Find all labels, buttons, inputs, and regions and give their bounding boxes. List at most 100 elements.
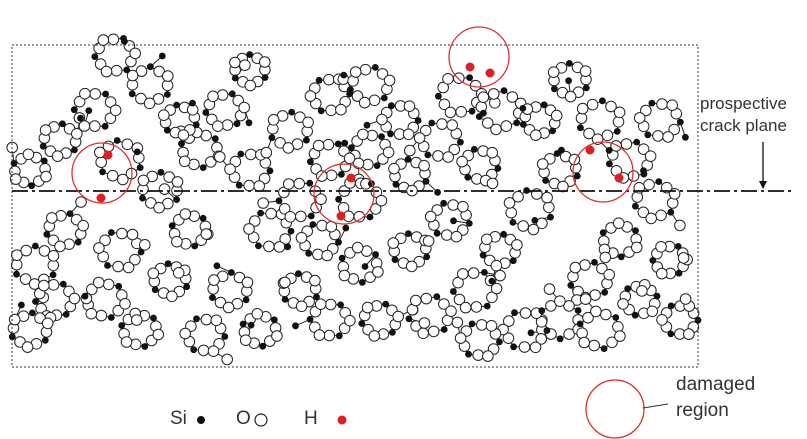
silicon-atom — [633, 138, 641, 146]
silicon-atom — [341, 139, 349, 147]
oxygen-atom — [221, 119, 234, 131]
oxygen-atom — [576, 102, 589, 115]
oxygen-atom — [494, 269, 506, 282]
silicon-atom — [209, 294, 216, 301]
silicon-atom — [404, 156, 412, 163]
silicon-atom — [591, 259, 598, 266]
oxygen-atom — [284, 211, 297, 223]
oxygen-atom — [517, 220, 530, 232]
oxygen-atom — [312, 139, 325, 152]
silicon-atom — [675, 269, 683, 277]
oxygen-atom — [46, 212, 58, 224]
oxygen-atom — [95, 309, 108, 322]
silicon-atom — [193, 315, 200, 323]
silicon-atom — [199, 214, 207, 222]
silicon-atom — [468, 107, 476, 115]
oxygen-atom — [637, 143, 650, 155]
oxygen-atom — [656, 98, 668, 110]
oxygen-atom — [579, 293, 592, 305]
hydrogen-layer — [96, 62, 624, 221]
oxygen-atom — [129, 47, 141, 60]
oxygen-atom — [309, 274, 321, 287]
silicon-atom — [648, 99, 656, 107]
silicon-atom — [335, 195, 342, 203]
oxygen-atom — [387, 237, 400, 249]
silicon-atom — [307, 158, 314, 166]
oxygen-atom — [210, 314, 223, 327]
oxygen-atom — [454, 332, 467, 344]
silicon-atom — [500, 87, 508, 94]
silicon-atom — [547, 213, 554, 221]
silicon-atom — [404, 230, 412, 238]
oxygen-atom — [315, 193, 327, 205]
silicon-atom — [257, 209, 264, 217]
oxygen-atom — [200, 228, 213, 240]
silicon-atom — [566, 60, 573, 67]
oxygen-atom — [442, 73, 454, 85]
silicon-atom — [74, 238, 82, 246]
silicon-atom — [99, 168, 106, 176]
silicon-atom — [667, 208, 675, 216]
oxygen-atom — [263, 240, 275, 253]
oxygen-atom — [529, 341, 542, 354]
legend-damaged-line1: damaged — [676, 374, 756, 395]
oxygen-atom — [179, 208, 192, 220]
oxygen-atom — [107, 33, 120, 46]
silicon-atom — [107, 314, 115, 321]
oxygen-atom — [503, 315, 515, 327]
oxygen-atom — [351, 90, 364, 102]
oxygen-atom — [392, 310, 405, 323]
oxygen-atom — [447, 199, 460, 211]
silicon-atom — [91, 53, 99, 60]
silicon-atom — [606, 160, 613, 168]
oxygen-atom — [216, 89, 229, 101]
oxygen-atom — [545, 300, 557, 312]
oxygen-atom — [480, 233, 493, 246]
oxygen-atom — [554, 295, 566, 308]
hydrogen-atom — [585, 145, 595, 155]
silicon-atom — [338, 171, 345, 178]
oxygen-atom — [260, 146, 273, 159]
silicon-atom — [261, 74, 269, 81]
oxygen-atom — [375, 194, 388, 207]
silicon-atom — [81, 292, 89, 300]
oxygen-atom — [94, 58, 107, 70]
silicon-atom — [494, 165, 502, 172]
oxygen-atom — [104, 96, 117, 108]
oxygen-atom — [413, 132, 426, 144]
oxygen-atom — [674, 219, 686, 232]
oxygen-atom — [106, 169, 119, 182]
oxygen-atom — [22, 148, 35, 161]
silicon-atom — [18, 301, 25, 309]
silicon-atom — [470, 146, 478, 153]
oxygen-atom — [126, 228, 139, 241]
silicon-atom — [450, 288, 457, 295]
oxygen-atom — [41, 317, 54, 330]
silicon-atom — [632, 227, 639, 235]
silicon-atom — [70, 106, 78, 114]
oxygen-atom — [446, 119, 459, 131]
oxygen-atom — [207, 345, 220, 358]
oxygen-atom — [143, 97, 156, 110]
oxygen-atom — [503, 197, 516, 209]
oxygen-atom — [135, 92, 147, 105]
oxygen-atom — [582, 311, 594, 324]
silicon-atom — [307, 212, 315, 220]
oxygen-atom — [119, 298, 131, 310]
silicon-atom — [168, 222, 176, 230]
silicon-atom — [239, 320, 247, 328]
hydrogen-atom — [346, 173, 356, 183]
oxygen-atom — [222, 301, 235, 314]
damaged-region-ring — [71, 142, 133, 204]
legend-damaged-label: damaged region — [676, 372, 755, 424]
oxygen-atom — [323, 329, 336, 342]
oxygen-atom — [92, 276, 105, 289]
silicon-atom — [483, 302, 491, 310]
silicon-atom — [211, 135, 219, 143]
oxygen-atom — [68, 292, 81, 305]
oxygen-atom — [376, 68, 389, 80]
oxygen-atom — [405, 260, 418, 273]
oxygen-atom — [171, 235, 183, 248]
oxygen-atom — [99, 234, 111, 247]
oxygen-atom — [368, 94, 381, 107]
